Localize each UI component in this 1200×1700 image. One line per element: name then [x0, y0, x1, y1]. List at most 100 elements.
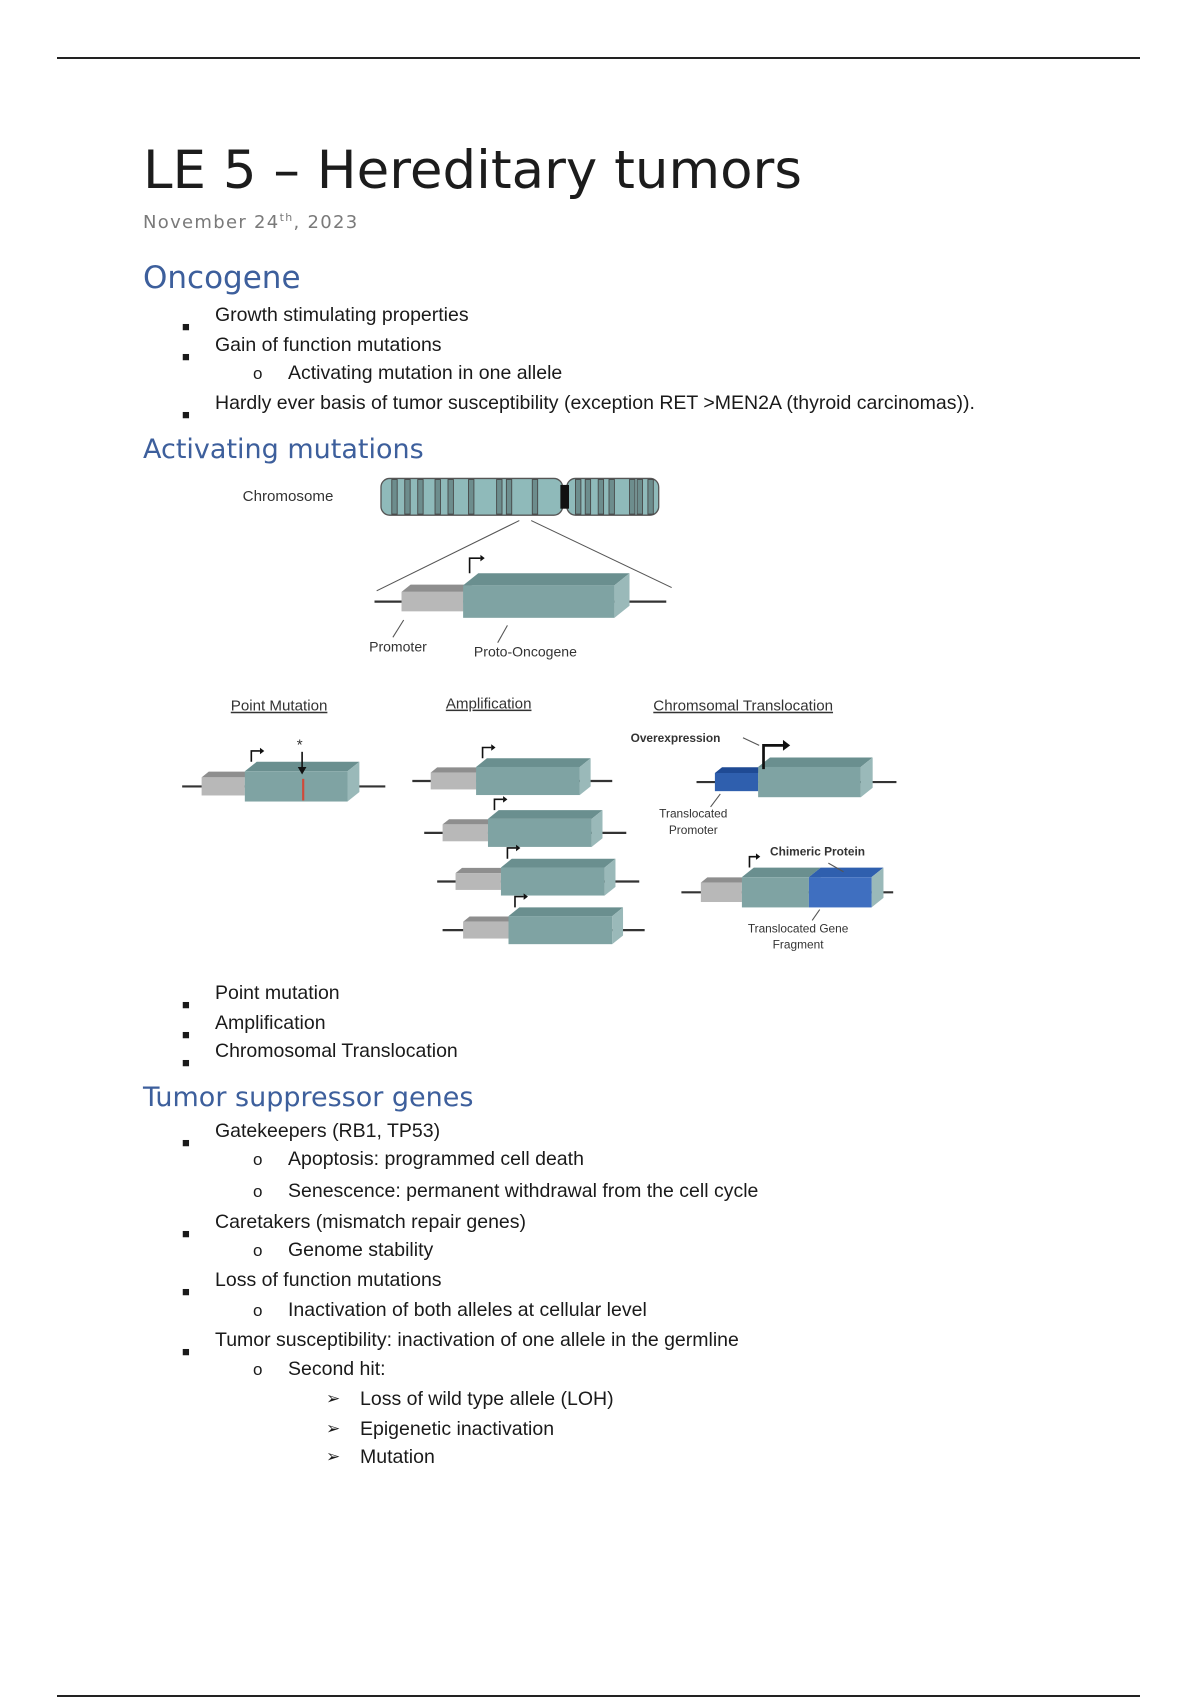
pointer-line — [811, 909, 821, 921]
promoter-box — [455, 873, 501, 890]
label-promoter: Promoter — [369, 638, 427, 654]
footer-rule — [57, 1695, 1140, 1697]
zoom-line — [376, 520, 520, 592]
chromosome-band — [575, 479, 582, 515]
transcription-start-arrow-icon — [250, 750, 260, 762]
pointer-line — [710, 793, 721, 808]
gene-box — [758, 766, 861, 798]
gene-box — [487, 818, 592, 847]
list-item: Epigenetic inactivation — [360, 1418, 555, 1440]
gene-box — [476, 766, 580, 796]
circle-bullet-icon: o — [253, 1241, 263, 1260]
promoter-box-top — [463, 916, 515, 922]
list-item: Genome stability — [288, 1239, 434, 1261]
gene-box — [463, 585, 615, 618]
arrowhead-icon — [491, 744, 496, 751]
chromosome-band — [531, 479, 539, 515]
arrowhead-icon — [503, 796, 508, 803]
chromosome-band — [505, 479, 513, 515]
list-item: Mutation — [360, 1446, 435, 1468]
list-item: Senescence: permanent withdrawal from th… — [288, 1180, 759, 1202]
list-item: Apoptosis: programmed cell death — [288, 1148, 584, 1170]
gene-box-top — [476, 758, 591, 767]
gene-box-top — [463, 573, 630, 586]
gene-box-side — [614, 573, 630, 618]
chromosome-band — [496, 479, 503, 515]
list-item: Gain of function mutations — [215, 334, 442, 356]
promoter-box-top — [401, 584, 473, 592]
heading-tumor-suppressor-genes: Tumor suppressor genes — [143, 1082, 474, 1113]
pointer-line — [497, 625, 508, 643]
chromosome-band — [447, 479, 454, 515]
list-item: Hardly ever basis of tumor susceptibilit… — [215, 392, 975, 414]
gene-box-top — [758, 757, 873, 767]
chromosome-band — [417, 479, 424, 515]
heading-oncogene: Oncogene — [143, 260, 301, 296]
transcription-start-arrow-icon — [762, 743, 783, 770]
gene-box-top — [741, 867, 821, 878]
gene-box — [500, 867, 605, 896]
arrowhead-icon — [516, 844, 521, 852]
bullet-icon: ■ — [182, 319, 190, 334]
transcription-start-arrow-icon — [493, 798, 504, 811]
document-date: November 24th, 2023 — [143, 211, 359, 233]
heading-activating-mutations: Activating mutations — [143, 434, 424, 465]
gene-box — [508, 916, 613, 945]
label-chimeric-protein: Chimeric Protein — [770, 845, 865, 859]
zoom-line — [530, 520, 672, 589]
label-proto-oncogene: Proto-Oncogene — [474, 644, 577, 660]
gene-box-top — [508, 907, 624, 917]
centromere — [560, 484, 570, 509]
circle-bullet-icon: o — [253, 1360, 263, 1379]
label-chromosome: Chromosome — [243, 488, 334, 505]
label-amplification: Amplification — [446, 696, 532, 713]
gene-box-side — [604, 858, 616, 896]
gene-box-top — [487, 810, 603, 819]
mutation-star: * — [297, 737, 303, 754]
label-translocation: Chromsomal Translocation — [653, 698, 833, 715]
circle-bullet-icon: o — [253, 1182, 263, 1201]
transcription-start-arrow-icon — [514, 895, 524, 908]
pointer-line — [828, 862, 844, 873]
arrowhead-icon — [755, 853, 761, 860]
transcription-start-arrow-icon — [468, 557, 481, 574]
promoter-box — [201, 777, 245, 796]
label-translocated-gene: Translocated Gene — [748, 921, 849, 935]
mutation-arrowhead-icon — [297, 766, 307, 775]
gene-box-top — [500, 858, 616, 868]
list-item: Growth stimulating properties — [215, 304, 469, 326]
chromosome-band — [636, 479, 643, 515]
promoter-box-top — [714, 767, 766, 774]
promoter-box — [714, 773, 759, 792]
header-rule — [57, 57, 1140, 59]
bullet-icon: ■ — [182, 407, 190, 422]
chromosome-band — [468, 479, 475, 515]
pointer-line — [392, 619, 405, 638]
label-translocated-promoter: Translocated — [659, 807, 727, 821]
chromosome-band — [434, 479, 441, 515]
gene-box-side — [347, 761, 360, 802]
list-item: Amplification — [215, 1012, 326, 1034]
bullet-icon: ■ — [182, 1027, 190, 1042]
list-item: Chromosomal Translocation — [215, 1040, 458, 1062]
gene-box-side — [579, 758, 591, 796]
promoter-box-top — [201, 771, 252, 778]
label-overexpression: Overexpression — [631, 731, 721, 745]
chromosome-band — [629, 479, 636, 515]
transcription-start-arrow-icon — [481, 746, 492, 759]
bullet-icon: ■ — [182, 1344, 190, 1359]
gene-box-side — [860, 757, 873, 798]
list-item: Inactivation of both alleles at cellular… — [288, 1299, 647, 1321]
chimeric-fragment-box — [808, 877, 872, 908]
list-item: Loss of function mutations — [215, 1269, 442, 1291]
list-item: Second hit: — [288, 1358, 386, 1380]
activating-mutations-figure: Chromosome Promoter Proto-Oncogene Point… — [182, 477, 897, 951]
list-item: Tumor susceptibility: inactivation of on… — [215, 1329, 739, 1351]
chromosome-band — [647, 479, 654, 515]
promoter-box — [442, 824, 488, 842]
bullet-icon: ■ — [182, 349, 190, 364]
list-item: Caretakers (mismatch repair genes) — [215, 1211, 527, 1233]
document-title: LE 5 – Hereditary tumors — [143, 140, 802, 201]
arrowhead-icon — [523, 893, 528, 900]
label-point-mutation: Point Mutation — [231, 698, 328, 715]
